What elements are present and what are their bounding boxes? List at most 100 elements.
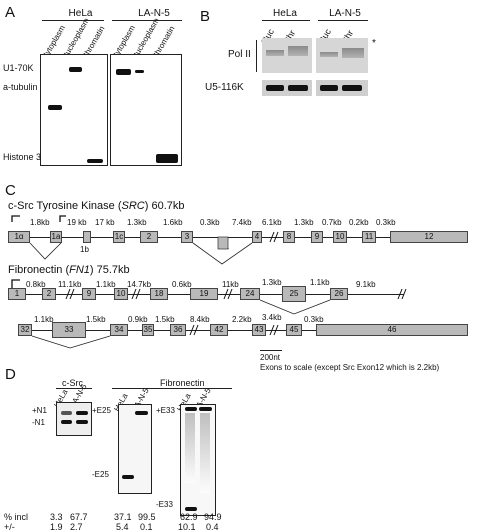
fn1-intron-5: 0.6kb (172, 280, 192, 289)
src-exon-11: 11 (362, 231, 376, 243)
sd-fn33-hela: 10.1 (178, 522, 196, 532)
fn1-exon-34: 34 (110, 324, 128, 336)
fn1-row1-lines (11, 279, 407, 315)
fn1-intron-r2-5: 8.4kb (190, 315, 210, 324)
fn1-intron-r2-8: 0.3kb (304, 315, 324, 324)
hela-line-b (262, 20, 310, 21)
fn1-exon-35: 35 (142, 324, 154, 336)
fn1-exon-26: 26 (330, 288, 348, 300)
hela-header-line (42, 20, 104, 21)
scale-note: Exons to scale (except Src Exon12 which … (260, 363, 440, 372)
src-intron-9: 1.3kb (294, 218, 314, 227)
scale-bar (260, 350, 282, 351)
src-intron-12: 0.3kb (376, 218, 396, 227)
fn1-exon-1: 1 (8, 288, 26, 300)
csrc-line (56, 388, 92, 389)
pct-csrc-hela: 3.3 (50, 512, 63, 522)
fn1-exon-32: 32 (18, 324, 32, 336)
fn1-intron-6: 11kb (222, 280, 239, 289)
scale-label: 200nt (260, 353, 281, 362)
fn1-intron-r2-4: 1.5kb (155, 315, 175, 324)
fn-minus-e25: -E25 (92, 470, 109, 479)
csrc-plus-n1: +N1 (32, 406, 47, 415)
fn1-intron-3: 1.1kb (96, 280, 116, 289)
hela-header-b: HeLa (273, 8, 297, 19)
row-pct-label: % incl (4, 512, 29, 522)
src-exon-2: 2 (140, 231, 158, 243)
pct-fn33-lan5: 94.9 (204, 512, 222, 522)
fn-plus-e33: +E33 (156, 406, 175, 415)
pct-fn33-hela: 62.9 (180, 512, 198, 522)
fn1-exon-33: 33 (52, 322, 86, 338)
marker-u5-116k: U5-116K (205, 82, 244, 93)
csrc-minus-n1: -N1 (32, 418, 45, 427)
blot-a-hela (40, 54, 108, 166)
fn1-exon-19: 19 (190, 288, 218, 300)
src-exon-8: 8 (283, 231, 295, 243)
asterisk: * (372, 38, 376, 49)
fn1-exon-2: 2 (42, 288, 56, 300)
src-exon-1b (83, 231, 91, 243)
csrc-title: c-Src (62, 378, 83, 388)
fn1-intron-r2-3: 0.9kb (128, 315, 148, 324)
fn1-exon-36: 36 (170, 324, 186, 336)
fn1-row2-lines (31, 324, 279, 349)
src-splice-lines (11, 215, 279, 265)
lan5-header-a: LA-N-5 (138, 8, 170, 19)
fn1-exon-42: 42 (210, 324, 228, 336)
src-intron-4: 1.3kb (127, 218, 147, 227)
src-exon-12: 12 (390, 231, 468, 243)
blot-b-polii-hela (262, 38, 312, 73)
fn1-intron-r2-2: 1.5kb (86, 315, 106, 324)
src-intron-1: 1.8kb (30, 218, 50, 227)
src-exon-4: 4 (252, 231, 262, 243)
src-intron-10: 0.7kb (322, 218, 342, 227)
blot-b-u5-hela (262, 80, 312, 96)
src-intron-2: 19 kb (67, 218, 87, 227)
fn1-exon-10: 10 (114, 288, 128, 300)
fn1-intron-7: 1.3kb (262, 278, 282, 287)
fn1-exon-46: 46 (316, 324, 468, 336)
panel-a-label: A (5, 4, 16, 21)
fn1-intron-9: 9.1kb (356, 280, 376, 289)
gel-fn25 (118, 404, 152, 494)
sd-fn33-lan5: 0.4 (206, 522, 219, 532)
src-intron-8: 6.1kb (262, 218, 282, 227)
fn1-intron-r2-6: 2.2kb (232, 315, 252, 324)
fn1-exon-45: 45 (286, 324, 302, 336)
fn1-intron-8: 1.1kb (310, 278, 330, 287)
src-backbone (8, 237, 418, 238)
panel-d-label: D (5, 366, 16, 383)
gel-csrc (56, 402, 92, 436)
src-exon-1b-label: 1b (80, 245, 89, 254)
pct-fn25-hela: 37.1 (114, 512, 132, 522)
lan5-line-b (318, 20, 368, 21)
pct-csrc-lan5: 67.7 (70, 512, 88, 522)
fn1-intron-r2-1: 1.1kb (34, 315, 54, 324)
sd-csrc-lan5: 2.7 (70, 522, 83, 532)
src-exon-1alpha: 1α (8, 231, 30, 243)
fn1-intron-2: 11.1kb (58, 280, 82, 289)
fn1-exon-43: 43 (252, 324, 266, 336)
fn1-intron-1: 0.8kb (26, 280, 46, 289)
sd-fn25-hela: 5.4 (116, 522, 129, 532)
fn-title: Fibronectin (160, 378, 205, 388)
row-sd-label: +/- (4, 522, 15, 532)
hela-header-a: HeLa (68, 8, 93, 19)
pct-fn25-lan5: 99.5 (138, 512, 156, 522)
fn1-intron-4: 14.7kb (127, 280, 152, 289)
src-intron-11: 0.2kb (349, 218, 369, 227)
blot-a-lan5 (110, 54, 182, 166)
src-exon-9: 9 (311, 231, 323, 243)
blot-b-u5-lan5 (316, 80, 368, 96)
src-title: c-Src Tyrosine Kinase (SRC) 60.7kb (8, 200, 185, 212)
src-exon-10: 10 (333, 231, 347, 243)
marker-a-tubulin: a-tubulin (3, 82, 38, 92)
src-exon-3: 3 (181, 231, 193, 243)
fn1-exon-18: 18 (150, 288, 168, 300)
fn1-intron-r2-7: 3.4kb (262, 313, 282, 322)
src-intron-6: 0.3kb (200, 218, 220, 227)
src-intron-7: 7.4kb (232, 218, 252, 227)
panel-c-label: C (5, 182, 16, 199)
marker-histone3: Histone 3 (3, 152, 42, 162)
